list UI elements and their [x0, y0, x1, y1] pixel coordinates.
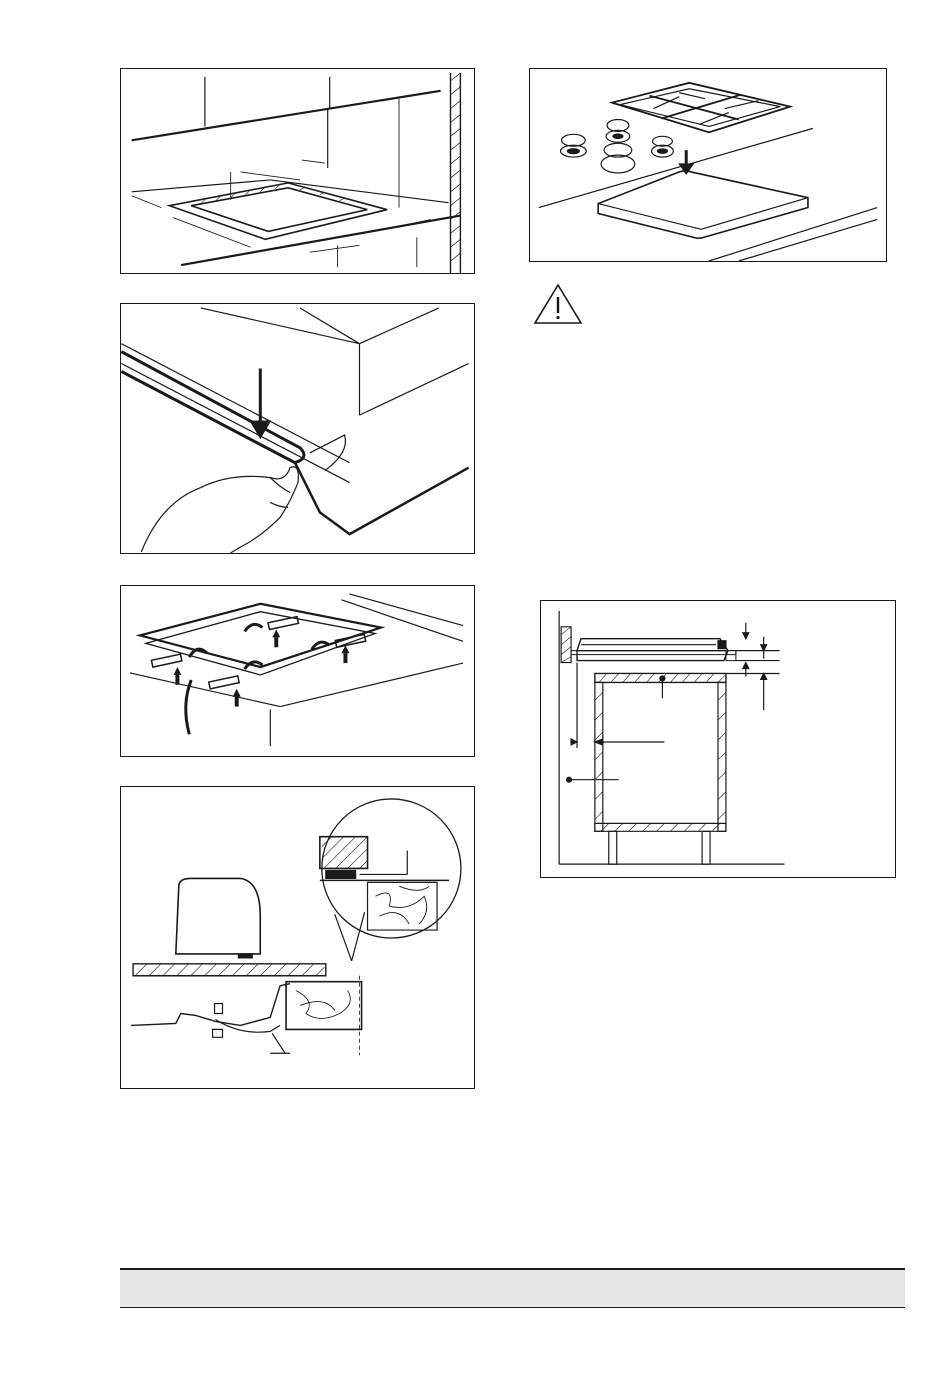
figure-installation-clearance	[540, 600, 896, 878]
figure-cutout-dimensions	[120, 68, 475, 274]
figure-cabinet-clamp-detail	[120, 786, 475, 1089]
figure-brackets-underside	[120, 585, 475, 757]
warning-triangle-icon	[533, 283, 583, 325]
figure-pan-supports-assembly	[529, 68, 887, 262]
figure-sealing-strip	[120, 303, 475, 554]
footer-band	[120, 1268, 905, 1308]
